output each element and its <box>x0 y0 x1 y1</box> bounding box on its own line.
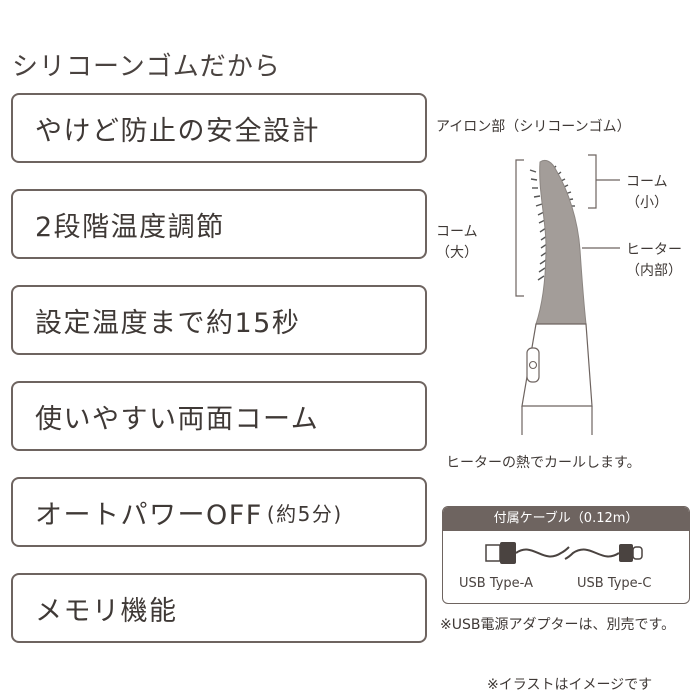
iron-part-label: アイロン部（シリコーンゴム） <box>436 119 631 135</box>
feature-label: 使いやすい両面コーム <box>35 403 320 435</box>
heater-label: ヒーター （内部） <box>626 242 682 279</box>
image-note: ※イラストはイメージです <box>487 677 653 693</box>
feature-item-memory: メモリ機能 <box>11 573 427 643</box>
section-heading: シリコーンゴムだから <box>12 52 281 82</box>
cable-info-box: 付属ケーブル（0.12m） USB Type-A USB Type-C <box>442 506 690 604</box>
comb-large-label: コーム （大） <box>436 224 478 261</box>
feature-item-burn-safety: やけど防止の安全設計 <box>11 93 427 163</box>
feature-label: やけど防止の安全設計 <box>35 115 320 147</box>
feature-label: オートパワーOFF <box>35 499 263 531</box>
curler-illustration <box>515 154 620 435</box>
feature-item-heatup: 設定温度まで約15秒 <box>11 285 427 355</box>
comb-small-label: コーム （小） <box>626 174 668 211</box>
cable-title: 付属ケーブル（0.12m） <box>443 507 689 531</box>
usb-type-a-label: USB Type-A <box>459 576 533 591</box>
feature-label: 設定温度まで約15秒 <box>35 307 301 339</box>
feature-item-double-comb: 使いやすい両面コーム <box>11 381 427 451</box>
feature-item-temperature: 2段階温度調節 <box>11 189 427 259</box>
adapter-note: ※USB電源アダプターは、別売です。 <box>440 617 676 633</box>
usb-cable-icon <box>485 542 643 564</box>
feature-sub: (約5分) <box>266 501 343 526</box>
usb-type-c-label: USB Type-C <box>577 576 652 591</box>
curl-caption: ヒーターの熱でカールします。 <box>446 455 641 471</box>
feature-item-auto-off: オートパワーOFF (約5分) <box>11 477 427 547</box>
feature-label: メモリ機能 <box>35 595 178 627</box>
feature-label: 2段階温度調節 <box>35 211 225 243</box>
